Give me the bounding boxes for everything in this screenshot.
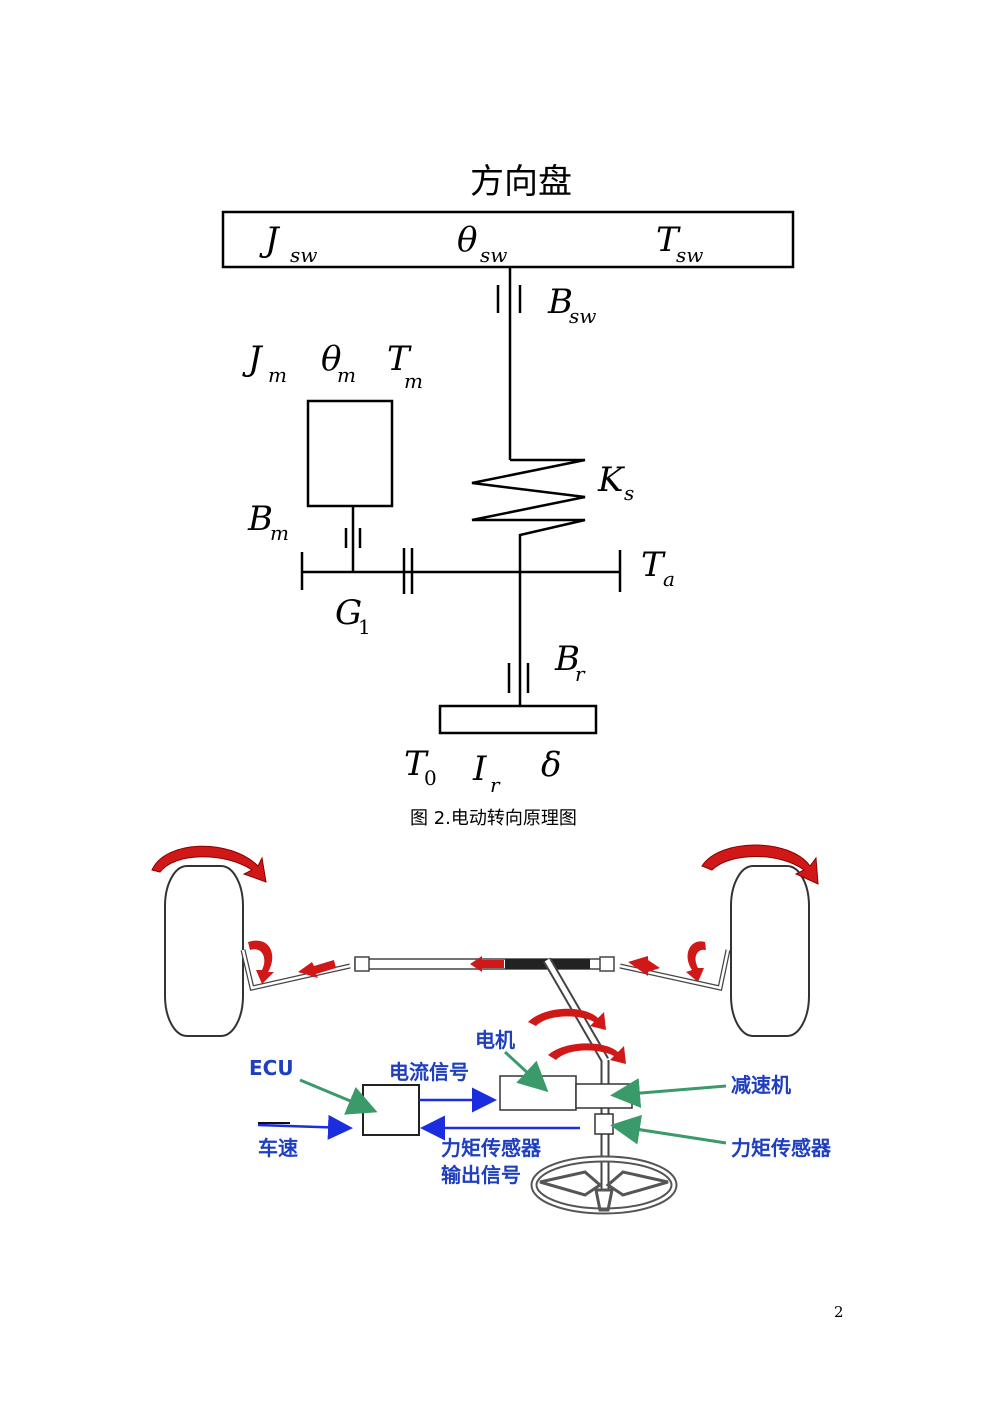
label-current-signal: 电流信号 [389,1060,469,1084]
label-g-1: G 1 [335,593,371,639]
label-b-r: B r [554,639,586,686]
rack-arrow [470,956,504,972]
label-torque-sensor-output-1: 力矩传感器 [441,1136,542,1160]
label-vehicle-speed: 车速 [258,1136,298,1160]
reducer-unit [575,1083,633,1109]
right-rod-arrow [628,956,660,976]
rack-right-joint [599,956,615,972]
svg-text:m: m [268,363,287,387]
svg-text:θ: θ [457,220,477,260]
svg-text:T: T [404,744,429,784]
rack-box [438,704,598,735]
left-knuckle-arrow [248,940,274,984]
column-rotation-arrow-1 [528,1008,606,1030]
ecu-pointer [299,1078,378,1115]
svg-text:T: T [387,339,412,379]
rack-left-joint [354,956,370,972]
wheel-symbol-J: J sw [259,220,317,267]
torque-sensor-pointer [610,1114,727,1145]
svg-text:B: B [547,282,573,322]
right-tire [730,865,810,1037]
steering-wheel-spoke-left [539,1170,603,1197]
svg-text:m: m [404,369,423,393]
page-number: 2 [834,1303,844,1321]
label-motor-symbols: J m θ m T m [242,339,423,393]
svg-text:K: K [597,460,626,500]
svg-text:r: r [575,662,586,686]
label-reducer: 减速机 [731,1073,791,1097]
label-b-m: B m [247,499,289,545]
svg-text:B: B [554,639,580,679]
svg-text:T: T [656,220,681,260]
label-t-a: T a [641,545,675,591]
motor-pointer [503,1050,549,1093]
svg-text:a: a [663,567,675,591]
figure-2-eps-system: ECU 电机 电流信号 减速机 车速 力矩传感器 输出信号 力矩传感器 [151,844,832,1215]
label-torque-sensor-output-2: 输出信号 [441,1163,521,1187]
right-tire-rotation-arrow [701,844,819,885]
wheel-symbol-T: T sw [656,220,703,267]
steering-wheel-box [221,210,795,269]
left-rod-arrow [298,960,336,978]
right-knuckle-arrow [686,941,706,982]
svg-text:J: J [242,339,264,379]
wheel-symbol-theta: θ sw [457,220,507,267]
figure-1-schematic: 方向盘 J sw θ sw T sw B sw K s J [221,162,795,829]
svg-text:T: T [641,545,666,585]
svg-text:I: I [472,749,487,789]
label-ecu: ECU [249,1056,294,1080]
svg-text:m: m [270,521,289,545]
svg-text:G: G [335,593,362,633]
torque-sensor-unit [594,1113,614,1135]
svg-text:m: m [337,363,356,387]
left-tire-rotation-arrow [151,845,267,883]
svg-text:δ: δ [541,745,561,785]
motor-box [306,399,394,508]
svg-text:0: 0 [424,766,437,790]
vehicle-speed-arrow [257,1114,353,1140]
label-bottom-symbols: T 0 I r δ [404,744,561,797]
svg-text:sw: sw [676,243,703,267]
label-k-s: K s [597,460,634,505]
svg-text:1: 1 [358,615,371,639]
svg-text:s: s [624,481,634,505]
svg-text:sw: sw [480,243,507,267]
left-tire [164,865,244,1037]
svg-text:B: B [247,499,273,539]
svg-text:J: J [259,220,281,260]
reducer-pointer [610,1078,727,1108]
svg-text:sw: sw [569,304,596,328]
column-rotation-arrow-2 [548,1043,626,1064]
label-motor: 电机 [475,1028,515,1052]
steering-wheel-spoke-bottom [594,1188,614,1212]
figure-caption: 图 2.电动转向原理图 [410,808,577,829]
svg-text:sw: sw [290,243,317,267]
spring-ks [471,458,586,552]
steering-wheel-title: 方向盘 [470,162,572,202]
svg-text:r: r [490,773,501,797]
label-torque-sensor: 力矩传感器 [731,1136,832,1160]
label-b-sw: B sw [547,282,596,328]
steering-wheel-spoke-right [605,1170,669,1197]
svg-text:θ: θ [321,339,341,379]
